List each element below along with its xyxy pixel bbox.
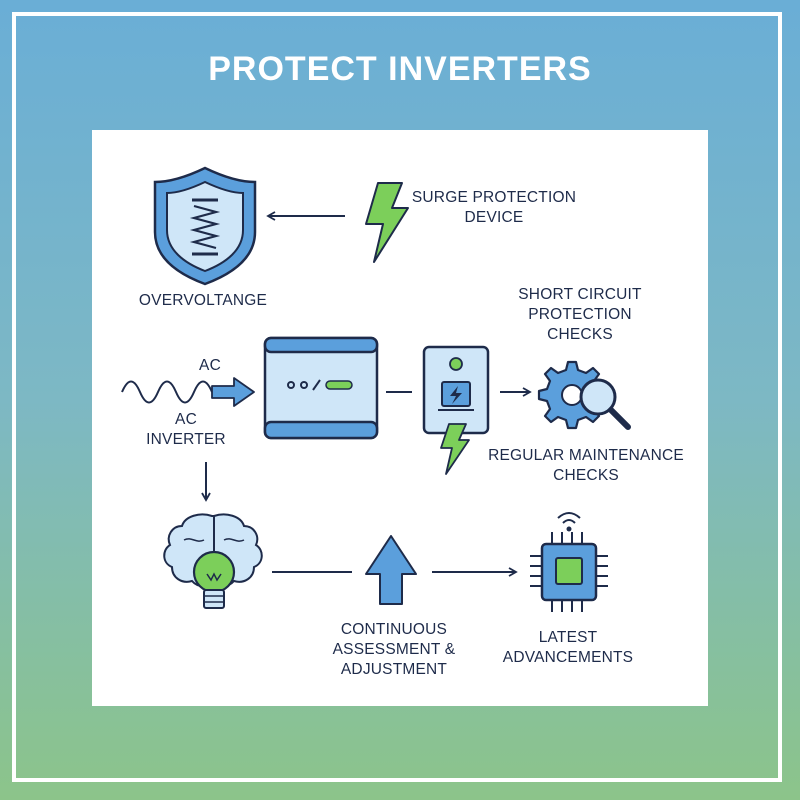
up-arrow-icon: [365, 535, 417, 605]
chip-wifi-icon: [530, 512, 608, 612]
label-regular-maintenance: REGULAR MAINTENANCE CHECKS: [488, 447, 684, 484]
frame-border: [12, 12, 782, 782]
label-continuous-assessment: CONTINUOUS ASSESSMENT & ADJUSTMENT: [332, 621, 456, 678]
label-ac-inverter: AC INVERTER: [146, 411, 226, 448]
ac-block-arrow: [211, 377, 255, 407]
label-surge-protection: SURGE PROTECTION DEVICE: [411, 189, 577, 226]
brain-bulb-icon: [163, 513, 263, 609]
wave-icon: [121, 380, 213, 404]
lightning-small-icon: [440, 423, 470, 475]
page-title: PROTECT INVERTERS: [208, 50, 592, 88]
inverter-box-icon: [263, 336, 379, 440]
label-short-circuit: SHORT CIRCUIT PROTECTION CHECKS: [518, 286, 642, 343]
breaker-switch-icon: [422, 345, 490, 435]
gear-magnifier-icon: [537, 360, 631, 430]
label-ac: AC: [199, 357, 221, 374]
lightning-icon: [365, 182, 409, 263]
label-overvoltage: OVERVOLTANGE: [138, 292, 268, 309]
label-latest-advancements: LATEST ADVANCEMENTS: [502, 629, 634, 666]
shield-spring-icon: [153, 166, 257, 286]
